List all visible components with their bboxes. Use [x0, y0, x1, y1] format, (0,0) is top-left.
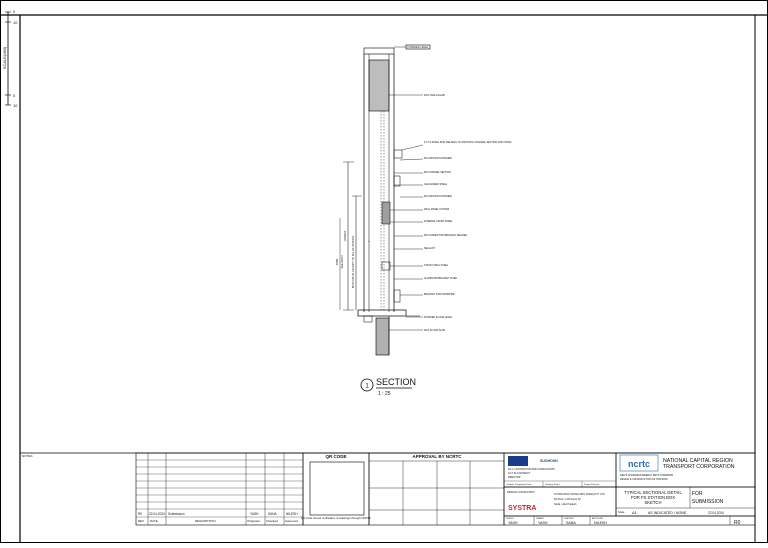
consultant-logo: SYSTRA — [508, 505, 536, 512]
section-drawing: FINISHED LEVEL VARIES 1800 SEE ARCH BO — [335, 44, 512, 356]
sig-role-4: APPROVED — [592, 517, 604, 520]
sig-name-2: YASH — [538, 521, 548, 525]
ruler-label: SCALE(MM) — [2, 46, 7, 69]
consultant-line-3: Noida, Uttar Pradesh — [554, 503, 577, 506]
contractor-line-2: ACT. IN-CONTRACT — [508, 472, 531, 475]
qr-caption: QR Code shows verification of drawings t… — [301, 516, 371, 520]
owner-name-line-2: TRANSPORT CORPORATION — [663, 464, 735, 470]
sig-name-3: SANA — [566, 521, 576, 525]
owner-project-line-2: DESIGN & CONSTRUCTION OF STATIONS — [620, 478, 668, 481]
margin-scale-ruler: 0 10 0 10 SCALE(MM) — [2, 9, 18, 108]
ncrtc-logo-text: ncrtc — [628, 459, 650, 469]
rev-row-rev: R0 — [138, 512, 142, 516]
annotation-rcc-wall: RCC WALL/SLAB — [424, 93, 445, 97]
owner-project-line-1: DELHI GHAZIABAD MEERUT RRTS CORRIDOR — [620, 474, 673, 477]
annotation-channel-section: MS CHANNEL SECTION — [424, 171, 451, 174]
top-level-tag: FINISHED LEVEL — [408, 45, 429, 49]
owner-name-line-1: NATIONAL CAPITAL REGION — [663, 458, 733, 464]
stage-line-2: SUBMISSION — [692, 499, 724, 505]
status-box-1: Contract Completion Date — [506, 483, 532, 486]
annotation-galvanized-steel: GALVANIZED STEEL — [424, 183, 448, 186]
rev-row-approved: NILESH — [286, 512, 298, 516]
drawing-title-line-3: SKETCH — [645, 500, 662, 505]
section-label: 1 SECTION 1 : 25 — [360, 377, 416, 397]
contractor-line-1: DC 1 CONTRACTOR AND CONSULTANTS — [508, 468, 555, 471]
drawing-title-line-1: TYPICAL SECTIONAL DETAIL — [624, 490, 682, 495]
annotation-connection-bracket: MS CONNECTION BRACKET WELDED — [424, 234, 467, 237]
annotation-anchor-fastener-2: MS ANCHOR FASTENER — [424, 195, 452, 198]
status-box-2: Drawing Status — [545, 483, 561, 486]
qr-code-box — [309, 461, 365, 516]
ruler-tick-0: 0 — [13, 9, 16, 14]
approval-title: APPROVAL BY NCRTC — [412, 454, 462, 459]
floor-slab-block — [375, 317, 390, 356]
sheet-size: A1 — [632, 510, 638, 515]
dim-canopy: BOTTOM OF CANOPY TO FFL OF STATION — [351, 236, 355, 288]
drawing-title-line-2: FOR FS STATION BOX — [631, 495, 675, 500]
rev-header-approved: Approved — [285, 519, 298, 523]
dim-see-arch: SEE ARCH — [340, 255, 344, 268]
dim-1800: 1800 — [335, 258, 339, 265]
ruler-tick-3: 10 — [13, 103, 18, 108]
sig-name-1: YASH — [508, 521, 518, 525]
rev-row-description: Submission — [168, 512, 185, 516]
annotation-sealant: SEALANT — [424, 247, 435, 250]
stage-line-1: FOR — [692, 491, 703, 497]
section-bubble — [360, 378, 374, 392]
title-block: NOTES: R0 22.04.2024 Submission YASH SAN… — [20, 452, 756, 526]
annotation-floor-slab: RCC FLOOR SLAB — [424, 329, 445, 332]
rev-row-originator: YASH — [250, 512, 259, 516]
contractor-line-3: DIRECTOR — [508, 476, 521, 479]
consultant-line-2: 6th Floor, C-65 Sector 62 — [554, 498, 581, 501]
date-value: 22.04.2024 — [708, 511, 724, 515]
ruler-tick-2: 0 — [13, 93, 16, 98]
contractor-logo-text: SUGHOSH — [540, 459, 558, 463]
rev-row-date: 22.04.2024 — [149, 512, 165, 516]
annotation-internal-finish: INTERNAL FINISH PANEL — [424, 220, 453, 223]
contractor-logo — [508, 456, 528, 466]
sig-role-3: CHECKED — [564, 518, 574, 520]
annotation-wall-panel: WALL PANEL SYSTEM — [424, 208, 449, 211]
scale-value: AS INDICATED / NONE — [648, 511, 687, 515]
rev-header-date: DATE — [150, 519, 158, 523]
current-revision: R0 — [734, 520, 741, 526]
sig-name-4: NILESH — [594, 521, 607, 525]
annotation-aluminium-bracket: ALUMINIUM BRACKET FIXED — [424, 277, 457, 280]
scale-label: Scale — [618, 510, 625, 514]
ruler-tick-1: 10 — [13, 20, 18, 25]
rev-header-description: DESCRIPTION — [195, 519, 216, 523]
dim-mark: + — [368, 239, 370, 243]
annotation-finished-floor: FINISHED FLOOR LEVEL — [424, 316, 453, 319]
sig-role-1: DESIGN — [506, 518, 514, 520]
annotation-steel-rod: 6 X 12 STEEL ROD WELDING TO ANCHOR & CHA… — [424, 141, 512, 144]
ncrtc-logo — [619, 454, 659, 472]
consultant-line-1: SYSTRA MVA CONSULTING (INDIA) PVT. LTD. — [554, 493, 605, 496]
rev-header-checked: Checked — [266, 519, 278, 523]
dim-varies: VARIES — [343, 231, 347, 242]
notes-label: NOTES: — [22, 454, 33, 458]
status-box-3: Project Director — [584, 483, 599, 486]
rev-header-originator: Originator — [247, 519, 260, 523]
section-title: SECTION — [376, 377, 416, 387]
consultant-footer: DESIGN CONSULTANT — [507, 490, 535, 494]
annotation-anchor-fastener-1: MS ANCHOR FASTENER — [424, 157, 452, 160]
rcc-block — [368, 59, 390, 112]
annotation-structural-steel: STRUCTURAL STEEL — [424, 264, 449, 267]
rev-header-rev: REV — [138, 519, 144, 523]
sig-role-2: DRAWN — [536, 517, 544, 520]
qr-title: QR CODE — [325, 454, 346, 459]
annotation-downpipe-bracket: BRACKET FOR DOWNPIPE — [424, 293, 455, 296]
section-scale: 1 : 25 — [378, 391, 391, 397]
rev-row-checked: SANA — [268, 512, 278, 516]
section-number: 1 — [365, 384, 369, 390]
